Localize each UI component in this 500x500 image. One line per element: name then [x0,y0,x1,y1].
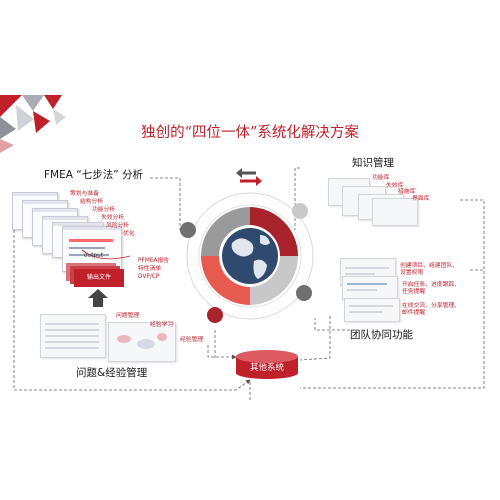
fmea-step-label: 策划与准备 [70,191,99,197]
fmea-output-label: 特性清单 [138,266,162,272]
fmea-step-label: 风险分析 [106,223,130,229]
issues-section-title: 问题&经验管理 [76,367,148,379]
fmea-step-label: 功能分析 [92,207,116,213]
fmea-step-label: 优化 [123,231,135,237]
team-section-title: 团队协同功能 [350,329,413,341]
database-top [236,350,298,363]
knowledge-label: 功能库 [372,175,390,181]
output-label: output [84,253,104,259]
knowledge-section-title: 知识管理 [352,157,394,169]
four-in-one-diagram [180,192,314,323]
issue-label: 经验管理 [180,337,204,343]
issue-label: 经验学习 [150,322,174,328]
knowledge-label: 界面库 [412,196,430,202]
output-curve [81,249,131,260]
corner-decoration [0,95,66,153]
issue-label: 问题管理 [116,313,140,319]
fmea-output-label: DVP/CP [138,274,160,280]
fmea-output-label: PFMEA报告 [138,258,170,264]
knowledge-label: 失效库 [386,183,404,189]
page-title: 独创的“四位一体”系统化解决方案 [141,125,359,141]
team-screen [342,276,398,300]
output-file: 输出文件 [74,269,124,287]
fmea-section-title: FMEA “七步法” 分析 [44,169,143,181]
team-feature: 开启任务、进度跟踪、 任务提醒 [402,282,460,295]
fmea-step-label: 失效分析 [101,215,125,221]
fmea-step-label: 结构分析 [80,199,104,205]
team-feature: 创建项目、组建团队、 设置权限 [400,263,458,276]
other-systems-database: 其他系统 [236,357,298,379]
experience-screen [108,322,176,362]
knowledge-label: 措施库 [398,189,416,195]
knowledge-screen [372,198,418,226]
team-feature: 在线交流、分享管理、 邮件提醒 [402,303,460,316]
issue-list-screen [40,314,106,358]
team-screen [344,298,400,322]
